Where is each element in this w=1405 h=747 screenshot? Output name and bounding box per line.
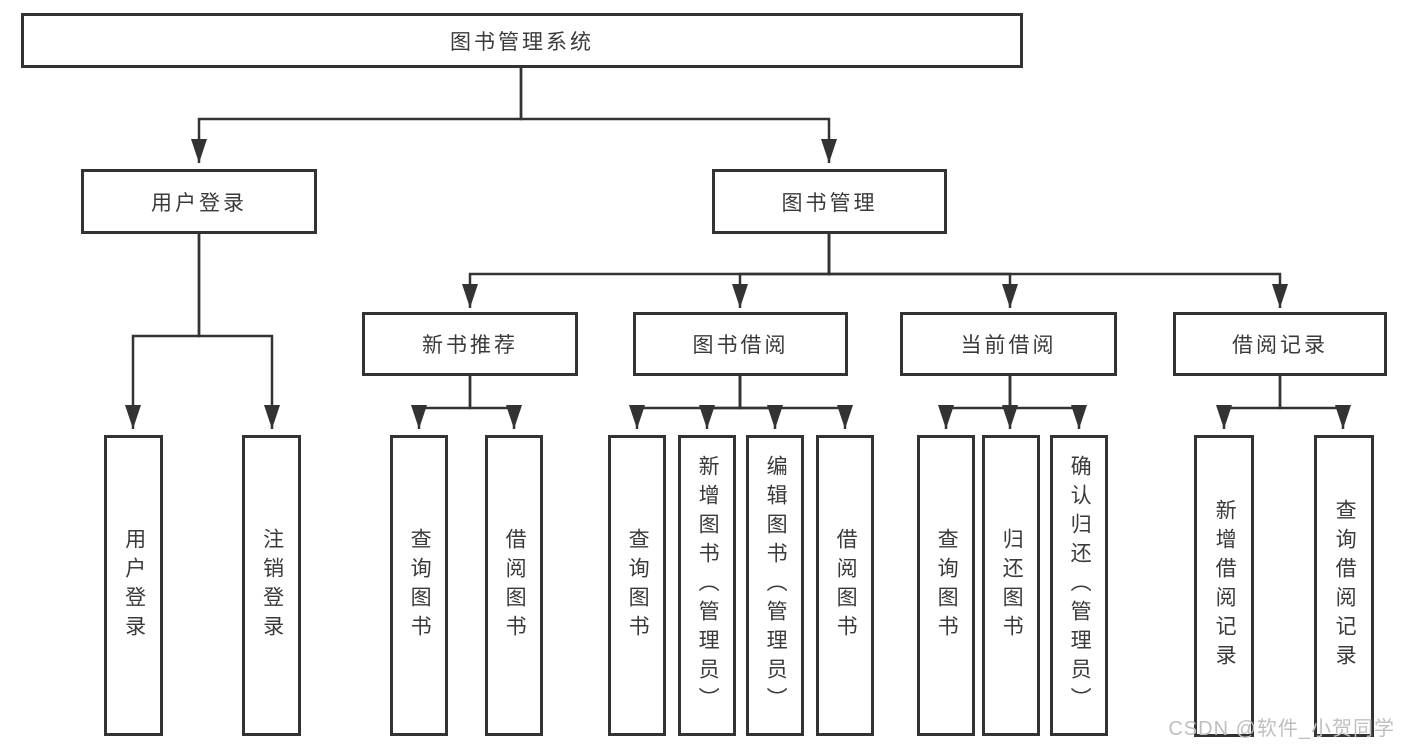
leaf-newbook-borrow-books-label: 借阅图书 [503, 527, 527, 644]
node-user-login: 用户登录 [81, 169, 317, 234]
leaf-logout: 注销登录 [242, 435, 301, 736]
edge-userlogin-logout [197, 234, 280, 429]
leaf-add-borrow-record-label: 新增借阅记录 [1213, 499, 1237, 673]
leaf-borrow-borrow-books: 借阅图书 [816, 435, 874, 736]
leaf-newbook-query-books-label: 查询图书 [408, 527, 432, 644]
leaf-logout-label: 注销登录 [260, 527, 284, 644]
leaf-borrow-borrow-books-label: 借阅图书 [834, 527, 858, 644]
leaf-return-book-label: 归还图书 [1000, 527, 1024, 644]
leaf-return-book: 归还图书 [982, 435, 1040, 736]
leaf-borrow-query-books-label: 查询图书 [626, 527, 650, 644]
leaf-newbook-borrow-books: 借阅图书 [485, 435, 543, 736]
edge-newbook-query [411, 376, 472, 429]
edge-current-confirm [1008, 376, 1087, 429]
leaf-query-borrow-record-label: 查询借阅记录 [1333, 499, 1357, 673]
node-book-management-label: 图书管理 [781, 191, 878, 215]
leaf-edit-book-admin: 编辑图书（管理员） [746, 435, 804, 736]
node-root-label: 图书管理系统 [450, 30, 594, 54]
node-book-borrow-label: 图书借阅 [692, 334, 789, 357]
edge-records-query [1278, 376, 1351, 429]
edge-root-book-management [519, 67, 837, 163]
watermark: CSDN @软件_小贺同学 [1168, 718, 1395, 740]
leaf-current-query-books-label: 查询图书 [935, 527, 959, 644]
leaf-newbook-query-books: 查询图书 [390, 435, 448, 736]
edge-borrow-add [699, 376, 742, 429]
edge-mgmt-borrow [732, 234, 831, 308]
leaf-user-login-label: 用户登录 [122, 527, 146, 644]
node-new-book-recommend-label: 新书推荐 [422, 334, 518, 357]
edge-borrow-query [629, 376, 742, 429]
leaf-borrow-query-books: 查询图书 [608, 435, 666, 736]
node-user-login-label: 用户登录 [151, 191, 247, 215]
edge-userlogin-login [125, 234, 201, 429]
node-borrow-records-label: 借阅记录 [1232, 334, 1328, 357]
leaf-confirm-return-admin-label: 确认归还（管理员） [1068, 455, 1092, 716]
leaf-add-borrow-record: 新增借阅记录 [1194, 435, 1254, 737]
leaf-edit-book-admin-label: 编辑图书（管理员） [764, 455, 788, 716]
leaf-confirm-return-admin: 确认归还（管理员） [1050, 435, 1108, 736]
edge-borrow-borrow [738, 376, 853, 429]
edge-newbook-borrow [468, 376, 522, 429]
node-root: 图书管理系统 [21, 13, 1023, 68]
edge-root-user-login [191, 67, 523, 163]
node-current-borrow-label: 当前借阅 [960, 334, 1057, 357]
leaf-add-book-admin: 新增图书（管理员） [678, 435, 736, 736]
leaf-query-borrow-record: 查询借阅记录 [1314, 435, 1374, 737]
leaf-add-book-admin-label: 新增图书（管理员） [696, 455, 720, 716]
node-book-borrow: 图书借阅 [633, 312, 848, 376]
leaf-user-login: 用户登录 [104, 435, 163, 736]
node-current-borrow: 当前借阅 [900, 312, 1117, 376]
leaf-current-query-books: 查询图书 [917, 435, 975, 736]
node-borrow-records: 借阅记录 [1173, 312, 1387, 376]
edge-mgmt-records [827, 234, 1288, 308]
node-new-book-recommend: 新书推荐 [362, 312, 578, 376]
edge-borrow-edit [738, 376, 783, 429]
edge-mgmt-current [827, 234, 1018, 308]
edge-current-query [938, 376, 1012, 429]
node-book-management: 图书管理 [712, 169, 947, 234]
edge-mgmt-newbook [462, 234, 831, 308]
edge-records-add [1216, 376, 1282, 429]
